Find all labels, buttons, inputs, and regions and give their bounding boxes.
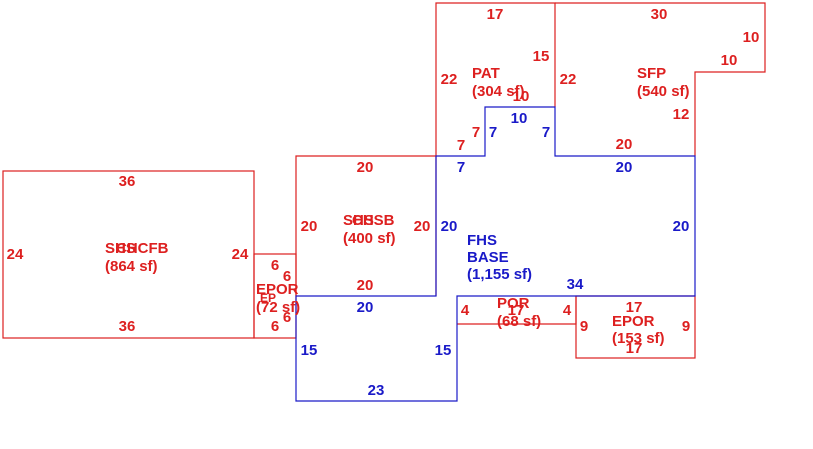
dim-por-mid: 17 [508,302,525,319]
dim-base-notch-left: 7 [489,124,497,141]
dim-shed-right: 24 [232,246,249,263]
dim-base-right: 20 [673,218,690,235]
dim-sfp-right: 10 [743,29,760,46]
epor-right-area: (153 sf) [612,330,665,347]
dim-por-left: 4 [461,302,470,319]
dim-epor-l-top: 6 [271,257,279,274]
dim-base-top-right: 20 [616,159,633,176]
dim-epor-l-upper: 6 [283,268,291,285]
dim-carport-left: 20 [301,218,318,235]
patio-area: (304 sf) [472,83,525,100]
dim-base-left: 20 [441,218,458,235]
epor-left-area: (72 sf) [256,299,300,316]
dim-epor-l-bottom: 6 [271,318,279,335]
dim-sfp-left: 22 [560,71,577,88]
dim-shed-bottom: 36 [119,318,136,335]
dim-patio-notch: 10 [513,88,530,105]
por-code: POR [497,295,530,312]
dim-por-right: 4 [563,302,572,319]
dim-carport-bottom: 20 [357,277,374,294]
dim-sfp-top: 30 [651,6,668,23]
dim-epor-r-left: 9 [580,318,588,335]
dim-sfp-bottom: 20 [616,136,633,153]
dim-sfp-jog: 10 [721,52,738,69]
carport-area: (400 sf) [343,230,396,247]
por-area: (68 sf) [497,313,541,330]
dim-base-bottom-right: 34 [567,276,584,293]
dim-epor-r-right: 9 [682,318,690,335]
dim-patio-right: 15 [533,48,550,65]
shed-area: (864 sf) [105,258,158,275]
dim-patio-bottom: 7 [457,137,465,154]
dim-epor-r-bottom: 17 [626,340,643,357]
sfp-code: SFP [637,65,666,82]
sfp-area: (540 sf) [637,83,690,100]
dim-patio-left: 22 [441,71,458,88]
dim-epor-l-mid: 6 [283,309,291,326]
dim-patio-top: 17 [487,6,504,23]
shed-code-2: CHCFB [116,240,169,257]
patio-outline [435,2,556,156]
base-label: BASE [467,249,509,266]
epor-left-code: EPOR [256,281,299,298]
dim-shed-top: 36 [119,173,136,190]
dim-sfp-right-lower: 12 [673,106,690,123]
dim-carport-right: 20 [414,218,431,235]
sfp-outline [555,2,766,156]
patio-code: PAT [472,65,500,82]
dim-base-lower-right: 15 [435,342,452,359]
base-area: (1,155 sf) [467,266,532,283]
dim-patio-step: 7 [472,124,480,141]
base-code: FHS [467,232,497,249]
carport-code-2: CHSB [352,212,395,229]
dim-base-bottom-left: 20 [357,299,374,316]
dim-base-notch-top: 10 [511,110,528,127]
dim-base-lower-left: 15 [301,342,318,359]
shed-code: SHS [105,240,136,257]
dim-base-left-top: 7 [457,159,465,176]
dim-shed-left: 24 [7,246,24,263]
dim-base-lower-bottom: 23 [368,382,385,399]
dim-carport-top: 20 [357,159,374,176]
dim-base-notch-right: 7 [542,124,550,141]
epor-left-code-2: EP [260,291,276,305]
base-outline [295,106,696,402]
epor-right-code: EPOR [612,313,655,330]
dim-epor-r-top: 17 [626,299,643,316]
carport-code: SHS [343,212,374,229]
